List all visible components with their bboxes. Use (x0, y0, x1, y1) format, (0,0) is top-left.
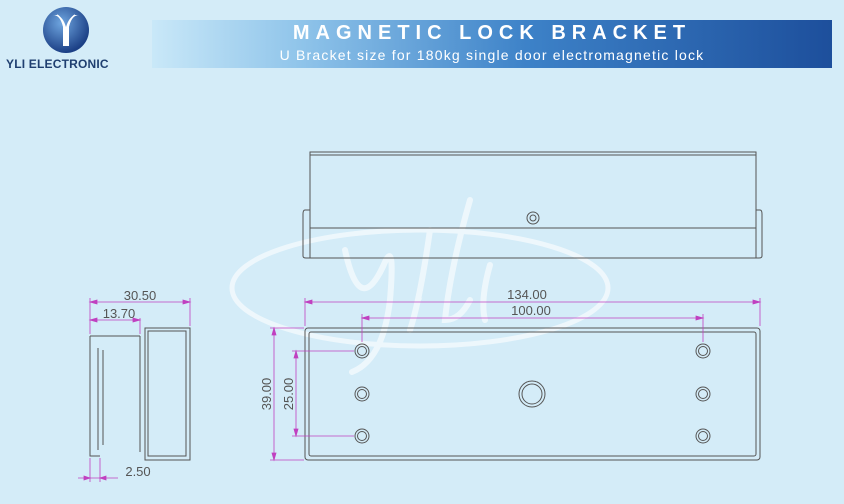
banner-title: MAGNETIC LOCK BRACKET (292, 22, 692, 44)
top-view (302, 151, 763, 259)
banner-subtitle: U Bracket size for 180kg single door ele… (279, 47, 705, 63)
dim-front-hole-spacing: 100.00 (511, 303, 551, 318)
title-banner: MAGNETIC LOCK BRACKET U Bracket size for… (152, 20, 832, 68)
dim-front-total-length: 134.00 (507, 287, 547, 302)
brand-name: YLI ELECTRONIC (6, 57, 109, 71)
dim-side-thickness: 2.50 (125, 464, 150, 479)
mount-hole-mid-right (695, 386, 711, 402)
front-view (304, 327, 761, 461)
dim-front-hole-height: 25.00 (281, 378, 296, 411)
center-cable-hole (518, 380, 546, 408)
brand-logo: YLI ELECTRONIC (4, 4, 142, 74)
dim-side-total-width: 30.50 (124, 288, 157, 303)
top-center-hole (526, 211, 540, 225)
side-view (89, 327, 191, 461)
mount-hole-top-right (695, 343, 711, 359)
dim-front-total-height: 39.00 (259, 378, 274, 411)
mount-hole-top-left (354, 343, 370, 359)
watermark-text: yli (417, 296, 424, 301)
mount-hole-bottom-right (695, 428, 711, 444)
yli-script-watermark: yli (229, 197, 611, 375)
yli-y-logo-icon (43, 7, 89, 53)
dimension-lines (78, 298, 762, 482)
dim-side-inner-width: 13.70 (103, 306, 136, 321)
mount-hole-bottom-left (354, 428, 370, 444)
mount-hole-mid-left (354, 386, 370, 402)
